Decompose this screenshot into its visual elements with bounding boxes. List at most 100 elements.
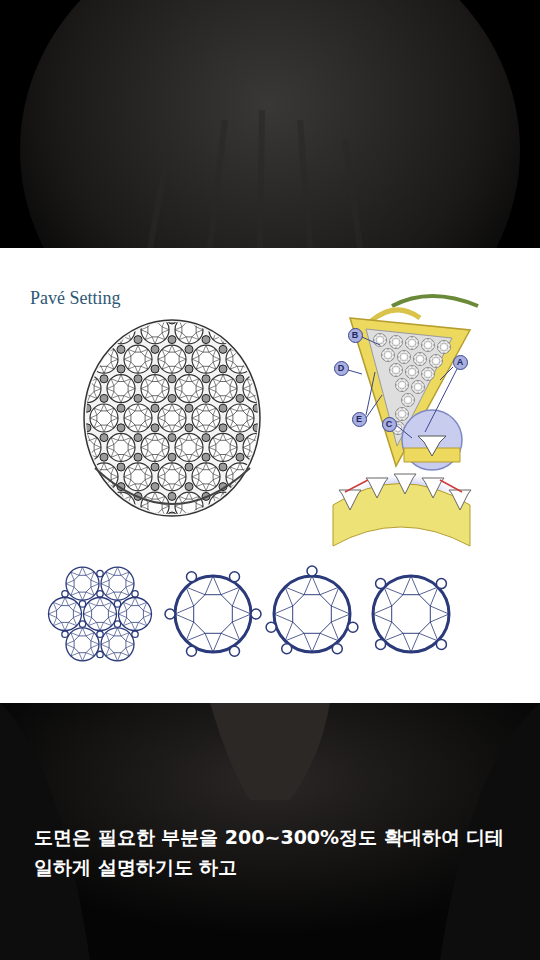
facet-table	[80, 264, 94, 278]
prong-bead	[304, 375, 312, 383]
facet-table	[80, 323, 94, 337]
facet-table	[267, 352, 281, 366]
lower-background	[0, 703, 540, 960]
callout-letter: C	[386, 420, 393, 429]
facet-lines	[192, 345, 220, 373]
prong-bead	[134, 434, 142, 442]
leader-line	[362, 337, 380, 345]
prong-bead	[83, 404, 91, 412]
stone	[22, 522, 50, 550]
prong-bead	[168, 394, 176, 402]
prong-bead	[236, 375, 244, 383]
prong	[307, 566, 317, 576]
facet-table	[46, 440, 60, 454]
facet-lines	[274, 576, 350, 652]
facet-lines	[243, 492, 271, 520]
stone	[158, 345, 186, 373]
ring-diamond	[339, 490, 361, 510]
stone	[226, 404, 254, 432]
facet-table	[165, 470, 179, 484]
facet-lines	[124, 345, 152, 373]
stone	[49, 598, 82, 631]
facet-table	[199, 411, 213, 425]
facet-lines	[390, 336, 403, 349]
stone	[158, 286, 186, 314]
facet-lines	[141, 433, 169, 461]
prong-bead	[219, 424, 227, 432]
prong-bead	[100, 453, 108, 461]
leader-line	[366, 372, 382, 418]
stone	[294, 404, 322, 432]
stone	[294, 463, 322, 491]
facet-table	[301, 411, 315, 425]
facet-lines	[294, 463, 322, 491]
facet-table	[46, 382, 60, 396]
prong	[97, 631, 103, 637]
stone	[66, 567, 99, 600]
prong-bead	[134, 336, 142, 344]
facet-table	[131, 293, 145, 307]
prong-bead	[338, 434, 346, 442]
stone	[260, 463, 288, 491]
prong-bead	[134, 551, 142, 559]
facet-table	[114, 264, 128, 278]
prong-bead	[185, 483, 193, 491]
facet-table	[284, 440, 298, 454]
prong-bead	[219, 306, 227, 314]
facet-lines	[398, 351, 411, 364]
facet-lines	[412, 381, 425, 394]
prong-bead	[304, 277, 312, 285]
facet-lines	[56, 463, 84, 491]
facet-lines	[209, 433, 237, 461]
prong-bead	[134, 316, 142, 324]
stone	[390, 336, 403, 349]
prong	[79, 621, 85, 627]
prong	[187, 646, 197, 656]
stone	[226, 286, 254, 314]
prong-bead	[117, 345, 125, 353]
prong-bead	[236, 551, 244, 559]
facet-lines	[175, 375, 203, 403]
prong-bead	[100, 336, 108, 344]
facet-lines	[39, 492, 67, 520]
stone	[56, 345, 84, 373]
prong-bead	[287, 483, 295, 491]
facet-table	[284, 558, 298, 572]
facet-lines	[243, 551, 271, 579]
stone	[158, 463, 186, 491]
prong-bead	[134, 453, 142, 461]
stone	[402, 394, 415, 407]
prong-bead	[304, 512, 312, 520]
prong-bead	[202, 316, 210, 324]
facet-lines	[277, 433, 305, 461]
stone	[209, 433, 237, 461]
callout-circle: A	[453, 355, 468, 370]
facet-table	[199, 293, 213, 307]
leader-lines	[348, 337, 457, 438]
prong-bead	[100, 277, 108, 285]
facet-table	[97, 411, 111, 425]
facet-table	[250, 323, 264, 337]
facet-lines	[226, 404, 254, 432]
facet-table	[148, 558, 162, 572]
facet-table	[216, 558, 230, 572]
facet-table	[399, 411, 406, 418]
facet-table	[267, 470, 281, 484]
prong-bead	[185, 541, 193, 549]
prong-bead	[321, 404, 329, 412]
prong-bead	[253, 541, 261, 549]
facet-table	[392, 595, 431, 634]
prong-bead	[168, 277, 176, 285]
facet-lines	[277, 316, 305, 344]
facet-lines	[192, 463, 220, 491]
prong-bead	[236, 336, 244, 344]
chain	[392, 296, 478, 306]
stone	[158, 404, 186, 432]
facet-lines	[390, 364, 403, 377]
facet-table	[301, 293, 315, 307]
facet-table	[267, 529, 281, 543]
facet-table	[199, 352, 213, 366]
facet-lines	[243, 433, 271, 461]
prong-bead	[185, 345, 193, 353]
